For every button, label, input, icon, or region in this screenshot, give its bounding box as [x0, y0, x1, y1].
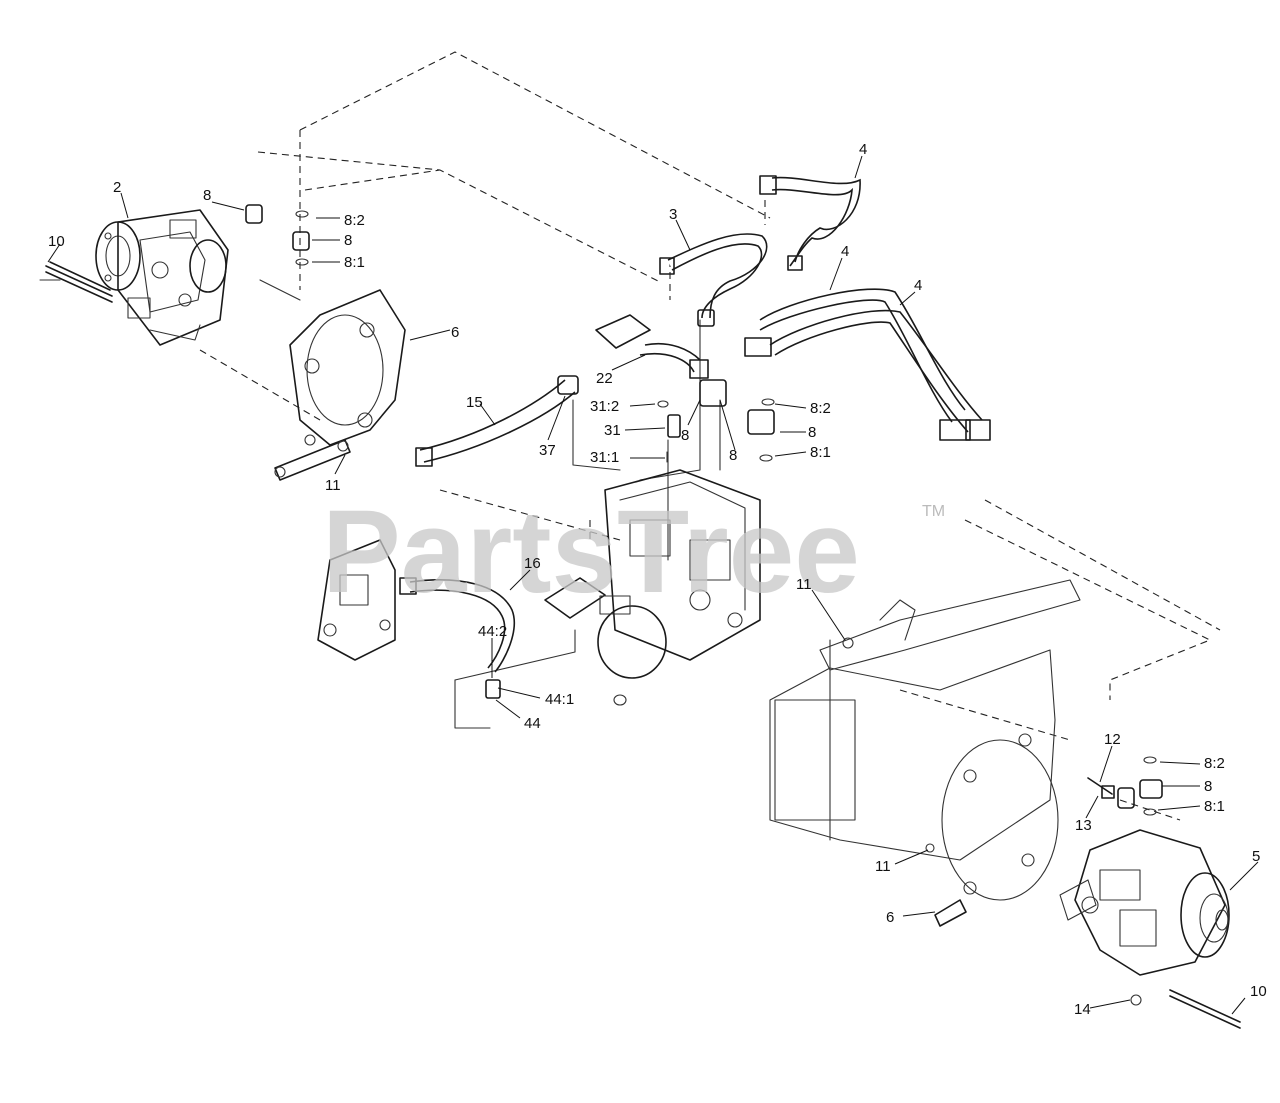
- callout-11: 11: [796, 576, 812, 593]
- left-mount-plate: [274, 289, 406, 481]
- callout-14: 14: [1074, 1001, 1091, 1018]
- right-fittings: [842, 637, 1163, 927]
- callout-2: 2: [113, 179, 121, 196]
- callout-31: 31: [604, 422, 621, 439]
- callout-8-1: 8:1: [344, 254, 365, 271]
- callout-37: 37: [539, 442, 556, 459]
- location-lines: [39, 279, 721, 729]
- callout-44-2: 44:2: [478, 623, 507, 640]
- watermark-trademark: TM: [922, 503, 945, 520]
- assembly-guide-lines: [199, 51, 1221, 821]
- callout-11: 11: [325, 477, 341, 494]
- callout-6: 6: [451, 324, 459, 341]
- callout-8: 8: [344, 232, 352, 249]
- pump-shaft: [49, 261, 111, 291]
- callout-16: 16: [524, 555, 541, 572]
- hose-15: [415, 375, 579, 467]
- callout-8: 8: [729, 447, 737, 464]
- callout-5: 5: [1252, 848, 1260, 865]
- callout-44: 44: [524, 715, 541, 732]
- callout-12: 12: [1104, 731, 1121, 748]
- right-hydraulic-pump: [1059, 829, 1241, 1029]
- callout-13: 13: [1075, 817, 1092, 834]
- left-valve-block: [317, 539, 396, 661]
- left-key-rod: [45, 265, 113, 303]
- transmission-housing: [769, 579, 1081, 901]
- callout-8: 8: [203, 187, 211, 204]
- callout-4: 4: [859, 141, 867, 158]
- left-hydraulic-pump: [49, 209, 229, 346]
- callout-4: 4: [914, 277, 922, 294]
- callout-8: 8: [808, 424, 816, 441]
- callout-8: 8: [681, 427, 689, 444]
- callout-8-2: 8:2: [1204, 755, 1225, 772]
- callout-15: 15: [466, 394, 483, 411]
- hose-16: [399, 577, 516, 699]
- callout-8: 8: [1204, 778, 1212, 795]
- callout-3: 3: [669, 206, 677, 223]
- top-left-fittings: [245, 204, 310, 266]
- hoses-upper: [659, 175, 991, 441]
- callout-4: 4: [841, 243, 849, 260]
- callout-31-2: 31:2: [590, 398, 619, 415]
- callout-44-1: 44:1: [545, 691, 574, 708]
- fitting-31-group: [657, 379, 775, 463]
- hose-22: [595, 314, 709, 379]
- callout-8-1: 8:1: [1204, 798, 1225, 815]
- callout-8-2: 8:2: [344, 212, 365, 229]
- callout-10: 10: [1250, 983, 1267, 1000]
- partstree-watermark: PartsTree TM: [322, 486, 945, 618]
- callout-6: 6: [886, 909, 894, 926]
- callout-leaders: [47, 155, 1259, 1015]
- callout-8-2: 8:2: [810, 400, 831, 417]
- callout-10: 10: [48, 233, 65, 250]
- center-valve-block: [544, 469, 761, 706]
- watermark-text: PartsTree: [322, 486, 860, 618]
- callout-31-1: 31:1: [590, 449, 619, 466]
- callout-labels: 2 8 8:2 8 8:1 10 6 11 3 4 4 4 22 15 37 3…: [48, 141, 1267, 1018]
- callout-22: 22: [596, 370, 613, 387]
- callout-11: 11: [875, 858, 891, 875]
- callout-8-1: 8:1: [810, 444, 831, 461]
